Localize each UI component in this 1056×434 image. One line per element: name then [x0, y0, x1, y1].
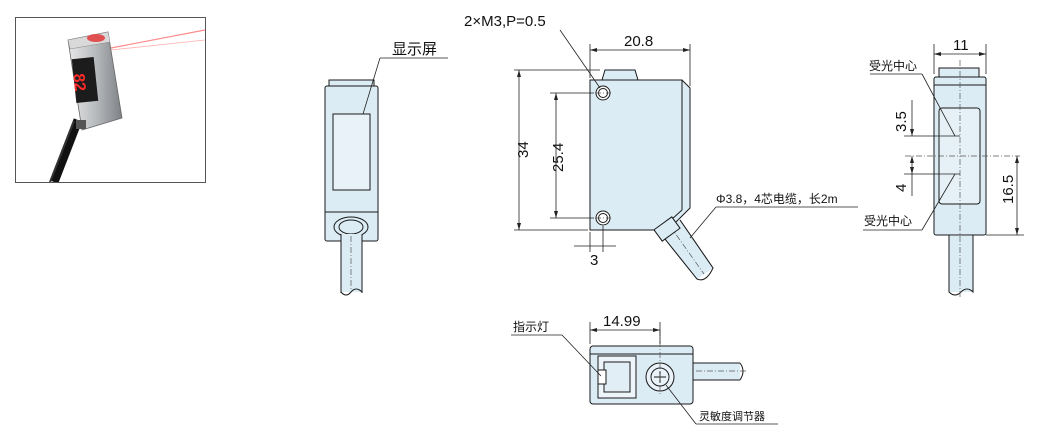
right-view: 11 受光中心 受光中心 3.5 4 16.5 — [863, 37, 1024, 298]
front-view: 显示屏 — [324, 41, 448, 296]
receiver-leader-line — [921, 173, 956, 231]
side-view: 2×M3,P=0.5 20.8 34 25.4 — [464, 13, 858, 281]
hole-label: 2×M3,P=0.5 — [464, 13, 546, 30]
indicator-label: 指示灯 — [513, 319, 549, 334]
hole-pitch-dim: 25.4 — [550, 143, 567, 172]
hole-leader-line — [559, 29, 601, 89]
right-width-dim: 11 — [953, 37, 969, 54]
receiver-label: 受光中心 — [864, 213, 912, 228]
dim-upper: 3.5 — [893, 111, 910, 132]
emitter-leader-line — [921, 73, 956, 137]
display-label: 显示屏 — [392, 41, 437, 58]
emitter-label: 受光中心 — [869, 58, 917, 73]
cable-leader-line — [689, 206, 717, 239]
bottom-view: 14.99 指示灯 灵敏度调节器 — [511, 313, 778, 425]
indicator-leader-line — [561, 334, 602, 377]
hole-offset-dim: 3 — [590, 252, 598, 269]
sensor-photo-illustration: 82 — [49, 29, 205, 182]
side-width-dim: 20.8 — [624, 33, 653, 50]
photo-display-digits: 82 — [69, 73, 88, 93]
adjuster-leader-line — [665, 384, 697, 425]
side-height-dim: 34 — [515, 141, 532, 158]
bottom-width-dim: 14.99 — [603, 313, 641, 330]
dim-center: 16.5 — [1000, 175, 1017, 204]
product-photo: 82 — [15, 17, 206, 183]
display-leader-line — [362, 57, 381, 115]
adjuster-label: 灵敏度调节器 — [699, 409, 765, 423]
cable-label: Φ3.8，4芯电缆，长2m — [716, 192, 838, 206]
dim-lower: 4 — [893, 184, 910, 192]
